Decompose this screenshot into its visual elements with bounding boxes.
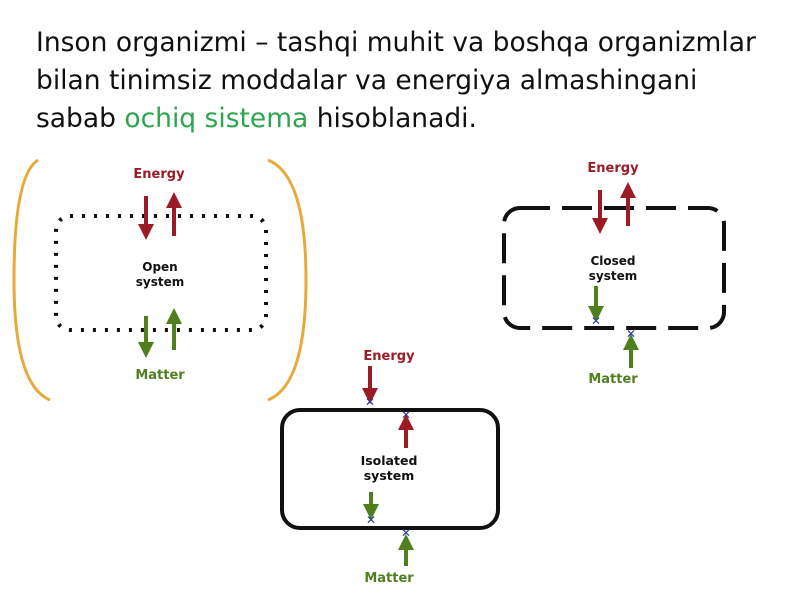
isolated-energy-label: Energy [363, 349, 415, 364]
open-matter-label: Matter [135, 368, 185, 383]
closed-system-boundary [502, 206, 726, 330]
closed-matter-blocked-icon: ✕ [591, 314, 601, 328]
isolated-energy-blocked-icon-2: ✕ [401, 408, 411, 422]
isolated-system: Energy ✕ ✕ Isolated system ✕ ✕ Matter [280, 349, 500, 586]
slide-heading: Inson organizmi – tashqi muhit va boshqa… [36, 24, 776, 138]
closed-matter-blocked-icon-2: ✕ [626, 327, 636, 341]
isolated-matter-blocked-icon-2: ✕ [401, 526, 411, 540]
heading-text: Inson organizmi – tashqi muhit va boshqa… [36, 27, 756, 134]
heading-text-end: hisoblanadi. [308, 103, 477, 134]
isolated-system-label-line2: system [364, 468, 415, 483]
closed-matter-label: Matter [588, 372, 638, 387]
right-bracket [267, 158, 308, 402]
left-bracket [12, 158, 51, 402]
closed-system: Energy Closed system ✕ ✕ Matter [502, 161, 726, 387]
closed-energy-label: Energy [587, 161, 639, 176]
isolated-system-boundary [280, 408, 500, 530]
open-energy-label: Energy [133, 167, 185, 182]
isolated-matter-label: Matter [364, 571, 414, 586]
isolated-system-label-line1: Isolated [361, 453, 418, 468]
open-system-label-line1: Open [142, 260, 177, 274]
open-system-label-line2: system [136, 275, 185, 289]
isolated-energy-blocked-icon: ✕ [365, 395, 375, 409]
heading-highlight: ochiq sistema [124, 103, 309, 134]
isolated-matter-blocked-icon: ✕ [366, 513, 376, 527]
closed-system-label-line1: Closed [590, 254, 635, 268]
closed-system-label-line2: system [589, 269, 638, 283]
open-system: Energy Open system Matter [12, 158, 308, 402]
